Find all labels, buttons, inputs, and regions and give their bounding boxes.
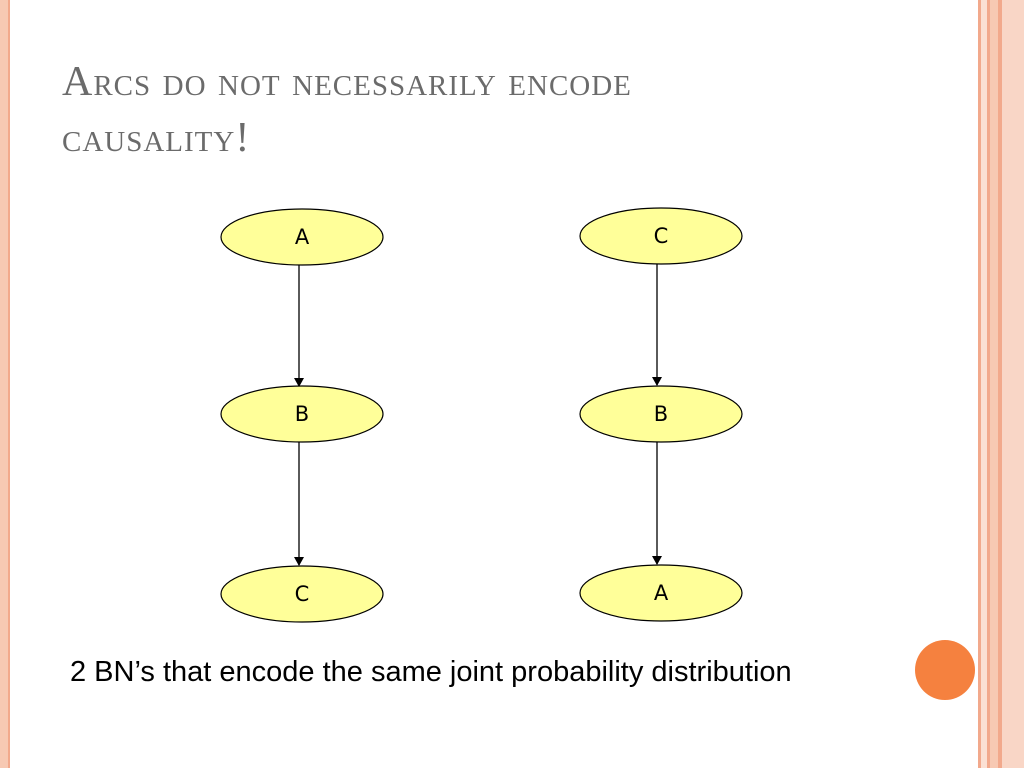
right-frame-stripe-1 — [978, 0, 981, 768]
right-node-a-label: A — [654, 581, 669, 605]
right-network: C B A — [579, 207, 743, 622]
left-node-b: B — [220, 385, 384, 443]
left-frame-border — [0, 0, 8, 768]
left-frame-line — [8, 0, 10, 768]
left-node-b-label: B — [295, 402, 309, 426]
right-frame-stripe-4 — [990, 0, 998, 768]
right-node-a: A — [579, 564, 743, 622]
right-frame-stripe-3 — [987, 0, 990, 768]
right-frame-stripe-2 — [981, 0, 987, 768]
orange-accent-circle — [915, 640, 975, 700]
right-node-c: C — [579, 207, 743, 265]
left-node-a-label: A — [295, 225, 310, 249]
left-node-c: C — [220, 565, 384, 623]
left-network: A B C — [220, 208, 384, 623]
right-frame-stripe-5 — [998, 0, 1002, 768]
left-node-c-label: C — [295, 582, 310, 606]
slide-title: Arcs do not necessarily encode causality… — [62, 54, 942, 166]
left-node-a: A — [220, 208, 384, 266]
right-frame-stripe-6 — [1002, 0, 1024, 768]
right-node-b: B — [579, 385, 743, 443]
slide-caption: 2 BN’s that encode the same joint probab… — [70, 656, 792, 688]
slide-title-line-1: Arcs do not necessarily encode — [62, 59, 632, 105]
right-node-c-label: C — [654, 224, 669, 248]
right-node-b-label: B — [654, 402, 668, 426]
slide-title-line-2: causality! — [62, 115, 251, 161]
